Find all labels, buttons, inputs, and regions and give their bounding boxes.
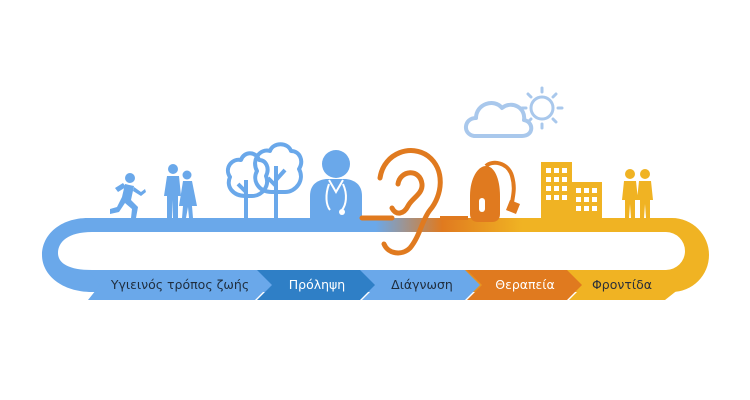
couple-walking-icon bbox=[164, 164, 197, 218]
hearing-aid-icon bbox=[440, 160, 520, 222]
stage-label-3: Διάγνωση bbox=[391, 277, 453, 292]
trees-icon bbox=[225, 142, 304, 218]
stage-label-2: Πρόληψη bbox=[289, 277, 345, 292]
stage-arrows bbox=[88, 270, 684, 300]
stage-arrow-2 bbox=[257, 270, 375, 300]
couple-standing-icon bbox=[622, 169, 653, 218]
doctor-icon bbox=[310, 150, 362, 218]
cloud-icon bbox=[464, 101, 534, 138]
stage-label-4: Θεραπεία bbox=[495, 277, 555, 292]
buildings-icon bbox=[541, 162, 602, 218]
sun-icon bbox=[520, 86, 564, 130]
runner-icon bbox=[110, 173, 146, 218]
stage-arrow-4 bbox=[467, 270, 582, 300]
ear-icon bbox=[359, 148, 443, 256]
stage-label-5: Φροντίδα bbox=[592, 277, 652, 292]
stage-arrow-1 bbox=[88, 270, 270, 300]
stage-arrow-5 bbox=[569, 270, 684, 300]
stage-label-1: Υγιεινός τρόπος ζωής bbox=[110, 277, 249, 292]
stage-arrow-3 bbox=[362, 270, 480, 300]
